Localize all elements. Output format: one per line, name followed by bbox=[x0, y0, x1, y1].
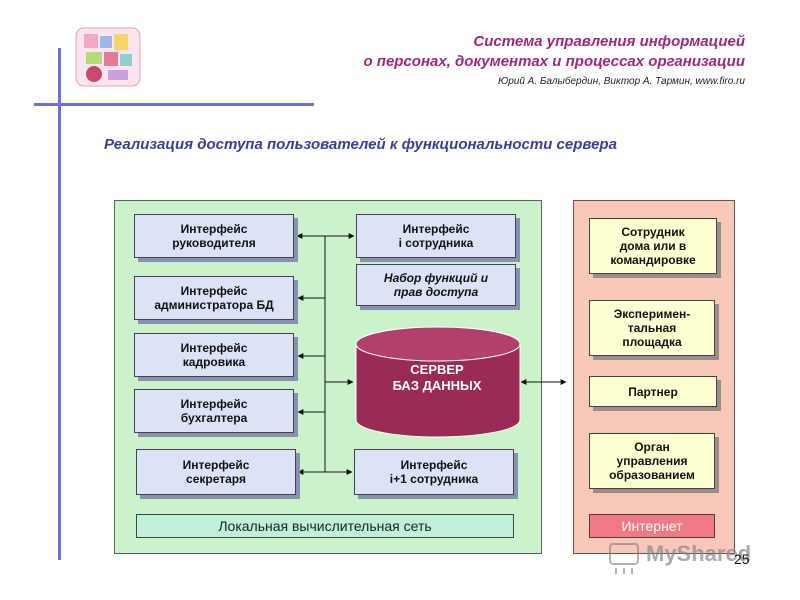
interface-employee-i-box: Интерфейс i сотрудника bbox=[356, 214, 516, 258]
internet-bar: Интернет bbox=[589, 514, 715, 538]
remote-employee-box: Сотрудник дома или в командировке bbox=[589, 218, 717, 274]
title-line-1: Система управления информацией bbox=[473, 33, 745, 50]
database-server-icon bbox=[355, 326, 521, 438]
server-label: СЕРВЕР БАЗ ДАННЫХ bbox=[392, 362, 482, 393]
decor-horizontal-line bbox=[34, 103, 314, 106]
interface-secretary-box: Интерфейс секретаря bbox=[136, 449, 296, 495]
watermark-text: MyShared bbox=[646, 541, 752, 566]
watermark-icon bbox=[609, 543, 639, 574]
interface-employee-i1-box: Интерфейс i+1 сотрудника bbox=[354, 449, 514, 495]
interface-db-admin-box: Интерфейс администратора БД bbox=[134, 276, 294, 320]
authors: Юрий А. Балыбердин, Виктор А. Тармин, ww… bbox=[497, 76, 745, 87]
title-line-2: о персонах, документах и процессах орган… bbox=[363, 53, 745, 70]
decor-vertical-line bbox=[58, 48, 61, 560]
functions-rights-box: Набор функций и прав доступа bbox=[356, 264, 516, 306]
slide-subtitle: Реализация доступа пользователей к функц… bbox=[104, 136, 617, 153]
interface-manager-box: Интерфейс руководителя bbox=[134, 214, 294, 258]
education-authority-box: Орган управления образованием bbox=[589, 433, 715, 489]
experimental-site-box: Эксперимен- тальная площадка bbox=[589, 300, 715, 356]
lan-bar: Локальная вычислительная сеть bbox=[136, 514, 514, 538]
interface-hr-box: Интерфейс кадровика bbox=[134, 333, 294, 377]
interface-accountant-box: Интерфейс бухгалтера bbox=[134, 389, 294, 433]
partner-box: Партнер bbox=[589, 376, 717, 407]
page-number: 25 bbox=[734, 551, 750, 567]
logo-icon bbox=[75, 27, 141, 87]
